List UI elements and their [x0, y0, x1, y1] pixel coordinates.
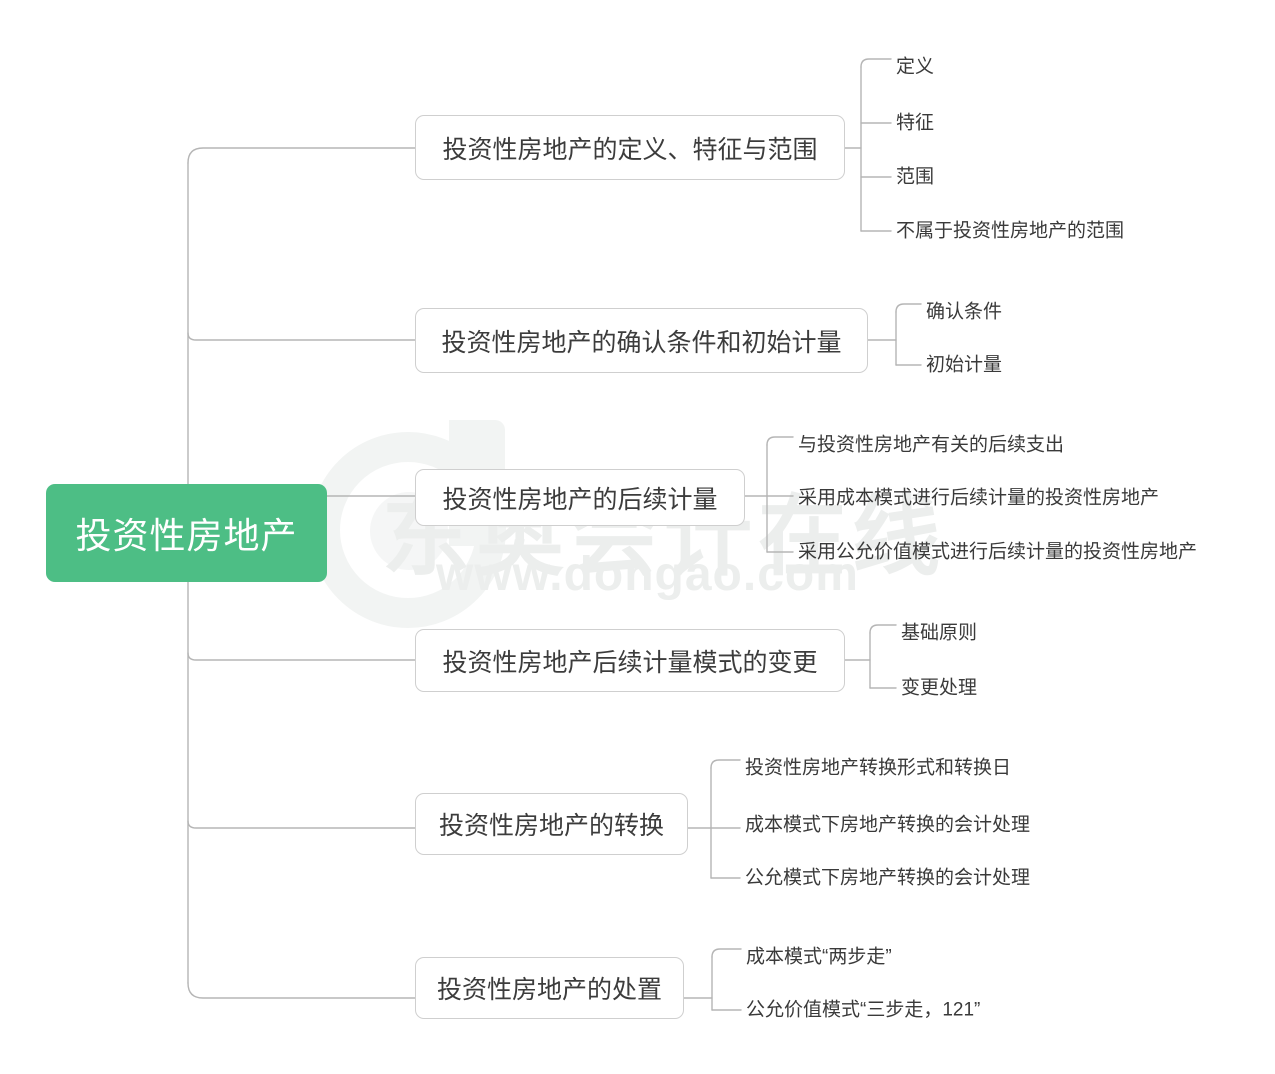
leaf-label-6-2[interactable]: 公允价值模式“三步走，121”: [746, 999, 981, 1021]
leaf-label-3-3[interactable]: 采用公允价值模式进行后续计量的投资性房地产: [798, 541, 1198, 563]
leaf-label-1-4[interactable]: 不属于投资性房地产的范围: [896, 220, 1125, 242]
leaf-label-3-1[interactable]: 与投资性房地产有关的后续支出: [798, 434, 1065, 456]
branch-node-3[interactable]: 投资性房地产的后续计量: [415, 469, 745, 526]
leaf-label-4-2[interactable]: 变更处理: [901, 677, 978, 699]
leaf-label-1-3[interactable]: 范围: [896, 166, 935, 188]
leaf-label-2-2[interactable]: 初始计量: [926, 354, 1003, 376]
leaf-label-2-1[interactable]: 确认条件: [926, 301, 1003, 323]
leaf-label-6-1[interactable]: 成本模式“两步走”: [746, 946, 892, 968]
leaf-label-4-1[interactable]: 基础原则: [901, 622, 978, 644]
leaf-label-5-2[interactable]: 成本模式下房地产转换的会计处理: [745, 814, 1031, 836]
leaf-label-5-1[interactable]: 投资性房地产转换形式和转换日: [745, 757, 1012, 779]
leaf-label-1-2[interactable]: 特征: [896, 112, 935, 134]
root-node[interactable]: 投资性房地产: [46, 484, 327, 582]
branch-node-1[interactable]: 投资性房地产的定义、特征与范围: [415, 115, 845, 180]
branch-node-2[interactable]: 投资性房地产的确认条件和初始计量: [415, 308, 868, 373]
branch-node-6[interactable]: 投资性房地产的处置: [415, 957, 684, 1019]
leaf-label-3-2[interactable]: 采用成本模式进行后续计量的投资性房地产: [798, 487, 1160, 509]
leaf-label-1-1[interactable]: 定义: [896, 56, 935, 78]
branch-node-4[interactable]: 投资性房地产后续计量模式的变更: [415, 629, 845, 692]
branch-node-5[interactable]: 投资性房地产的转换: [415, 793, 688, 855]
leaf-label-5-3[interactable]: 公允模式下房地产转换的会计处理: [745, 867, 1031, 889]
